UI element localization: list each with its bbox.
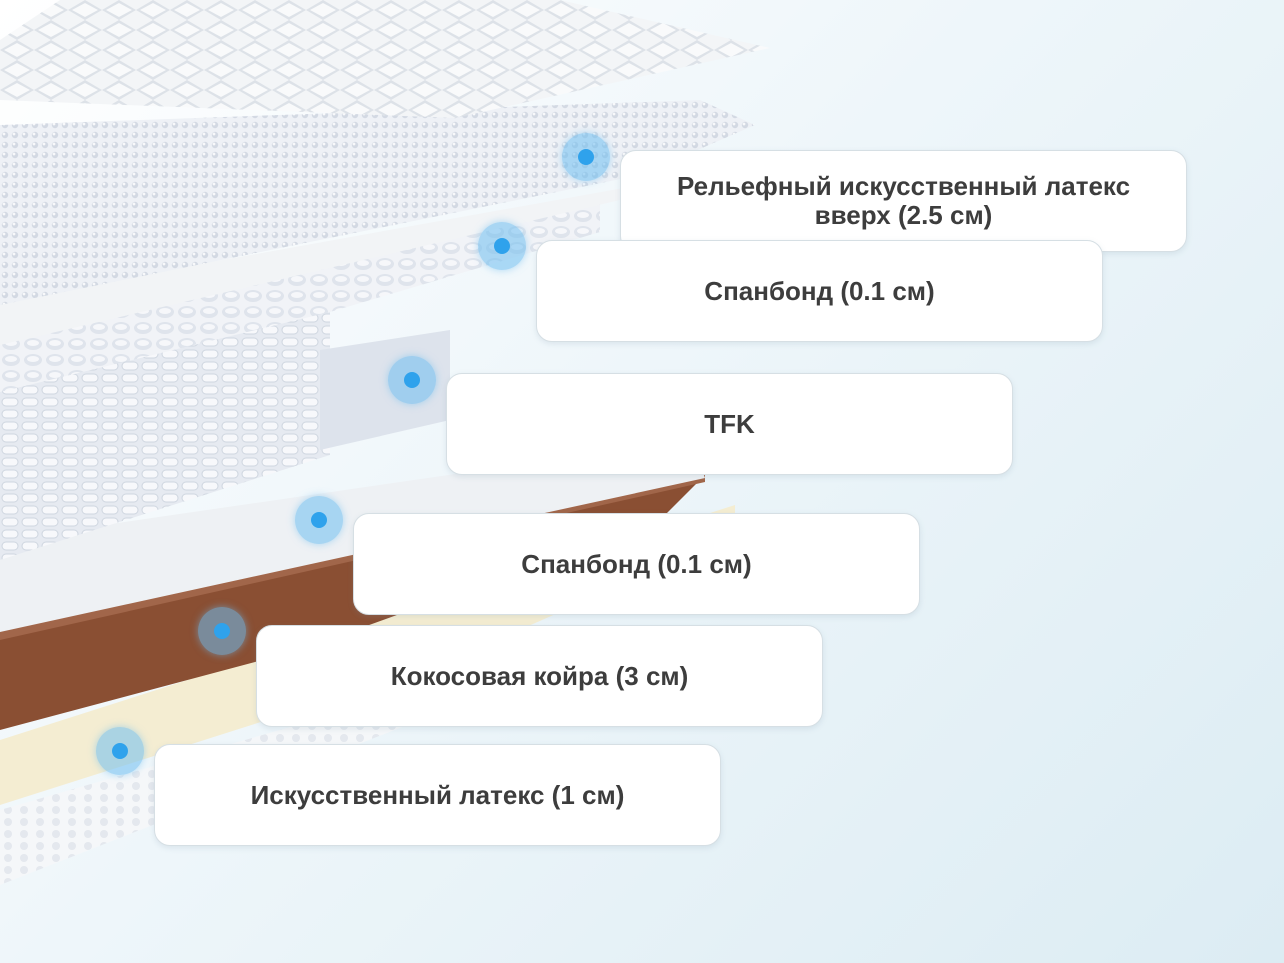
layer-label-coir: Кокосовая койра (3 см) — [256, 625, 823, 727]
layer-label-latex: Искусственный латекс (1 см) — [154, 744, 721, 846]
layer-label-spunbond-top: Спанбонд (0.1 см) — [536, 240, 1103, 342]
layer-marker-spunbond-top[interactable] — [478, 222, 526, 270]
layer-label-relief-latex: Рельефный искусственный латекс вверх (2.… — [620, 150, 1187, 252]
layer-marker-tfk[interactable] — [388, 356, 436, 404]
layer-label-tfk: TFK — [446, 373, 1013, 475]
layer-marker-top[interactable] — [562, 133, 610, 181]
layer-label-spunbond-bottom: Спанбонд (0.1 см) — [353, 513, 920, 615]
layer-marker-coir[interactable] — [198, 607, 246, 655]
layer-marker-spunbond-bottom[interactable] — [295, 496, 343, 544]
layer-marker-latex[interactable] — [96, 727, 144, 775]
